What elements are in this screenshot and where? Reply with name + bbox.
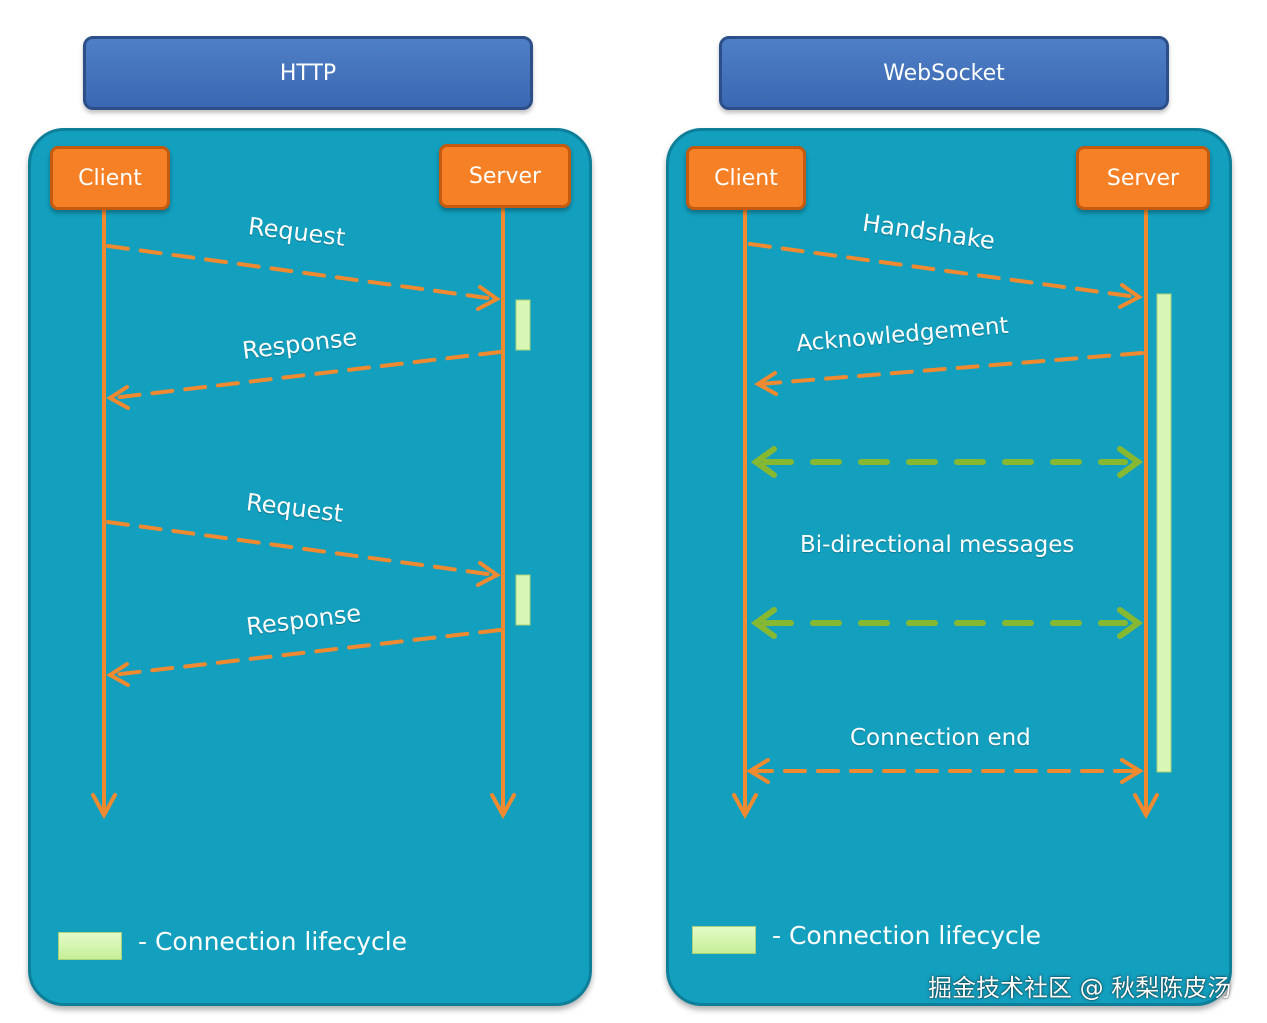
ws-lifecycle-bar: [1156, 293, 1172, 773]
http-title-box: HTTP: [83, 36, 533, 110]
http-legend-label: - Connection lifecycle: [138, 927, 408, 956]
http-response-arrow-2: [106, 628, 502, 687]
http-request-arrow-1: [106, 244, 501, 311]
websocket-panel: [666, 128, 1232, 1006]
ws-server-node: Server: [1076, 146, 1210, 210]
watermark: 掘金技术社区 @ 秋梨陈皮汤: [928, 974, 1232, 1002]
http-lifecycle-bar-1: [515, 299, 531, 351]
http-server-label: Server: [468, 163, 542, 189]
ws-client-lifeline: [732, 208, 758, 820]
ws-server-label: Server: [1106, 165, 1180, 191]
http-client-lifeline: [91, 208, 117, 820]
websocket-title-box: WebSocket: [719, 36, 1169, 110]
ws-handshake-arrow: [748, 242, 1143, 309]
ws-bidirectional-label: Bi-directional messages: [800, 532, 1075, 558]
ws-client-label: Client: [714, 165, 778, 191]
ws-server-lifeline: [1133, 208, 1159, 820]
ws-acknowledgement-arrow: [754, 351, 1144, 396]
websocket-title: WebSocket: [883, 60, 1005, 86]
http-response-arrow-1: [106, 350, 502, 410]
http-lifecycle-bar-2: [515, 574, 531, 626]
ws-legend-swatch: [692, 926, 756, 954]
http-title: HTTP: [279, 60, 337, 86]
http-client-label: Client: [78, 165, 142, 191]
http-server-lifeline: [490, 208, 516, 820]
http-request-arrow-2: [106, 520, 501, 587]
ws-client-node: Client: [686, 146, 806, 210]
ws-bidirectional-arrow-1: [750, 446, 1144, 478]
ws-legend-label: - Connection lifecycle: [772, 921, 1042, 950]
ws-bidirectional-arrow-2: [750, 607, 1144, 639]
http-server-node: Server: [439, 144, 571, 208]
ws-connection-end-label: Connection end: [850, 725, 1031, 751]
http-legend-swatch: [58, 932, 122, 960]
http-client-node: Client: [50, 146, 170, 210]
ws-connection-end-arrow: [746, 758, 1144, 784]
